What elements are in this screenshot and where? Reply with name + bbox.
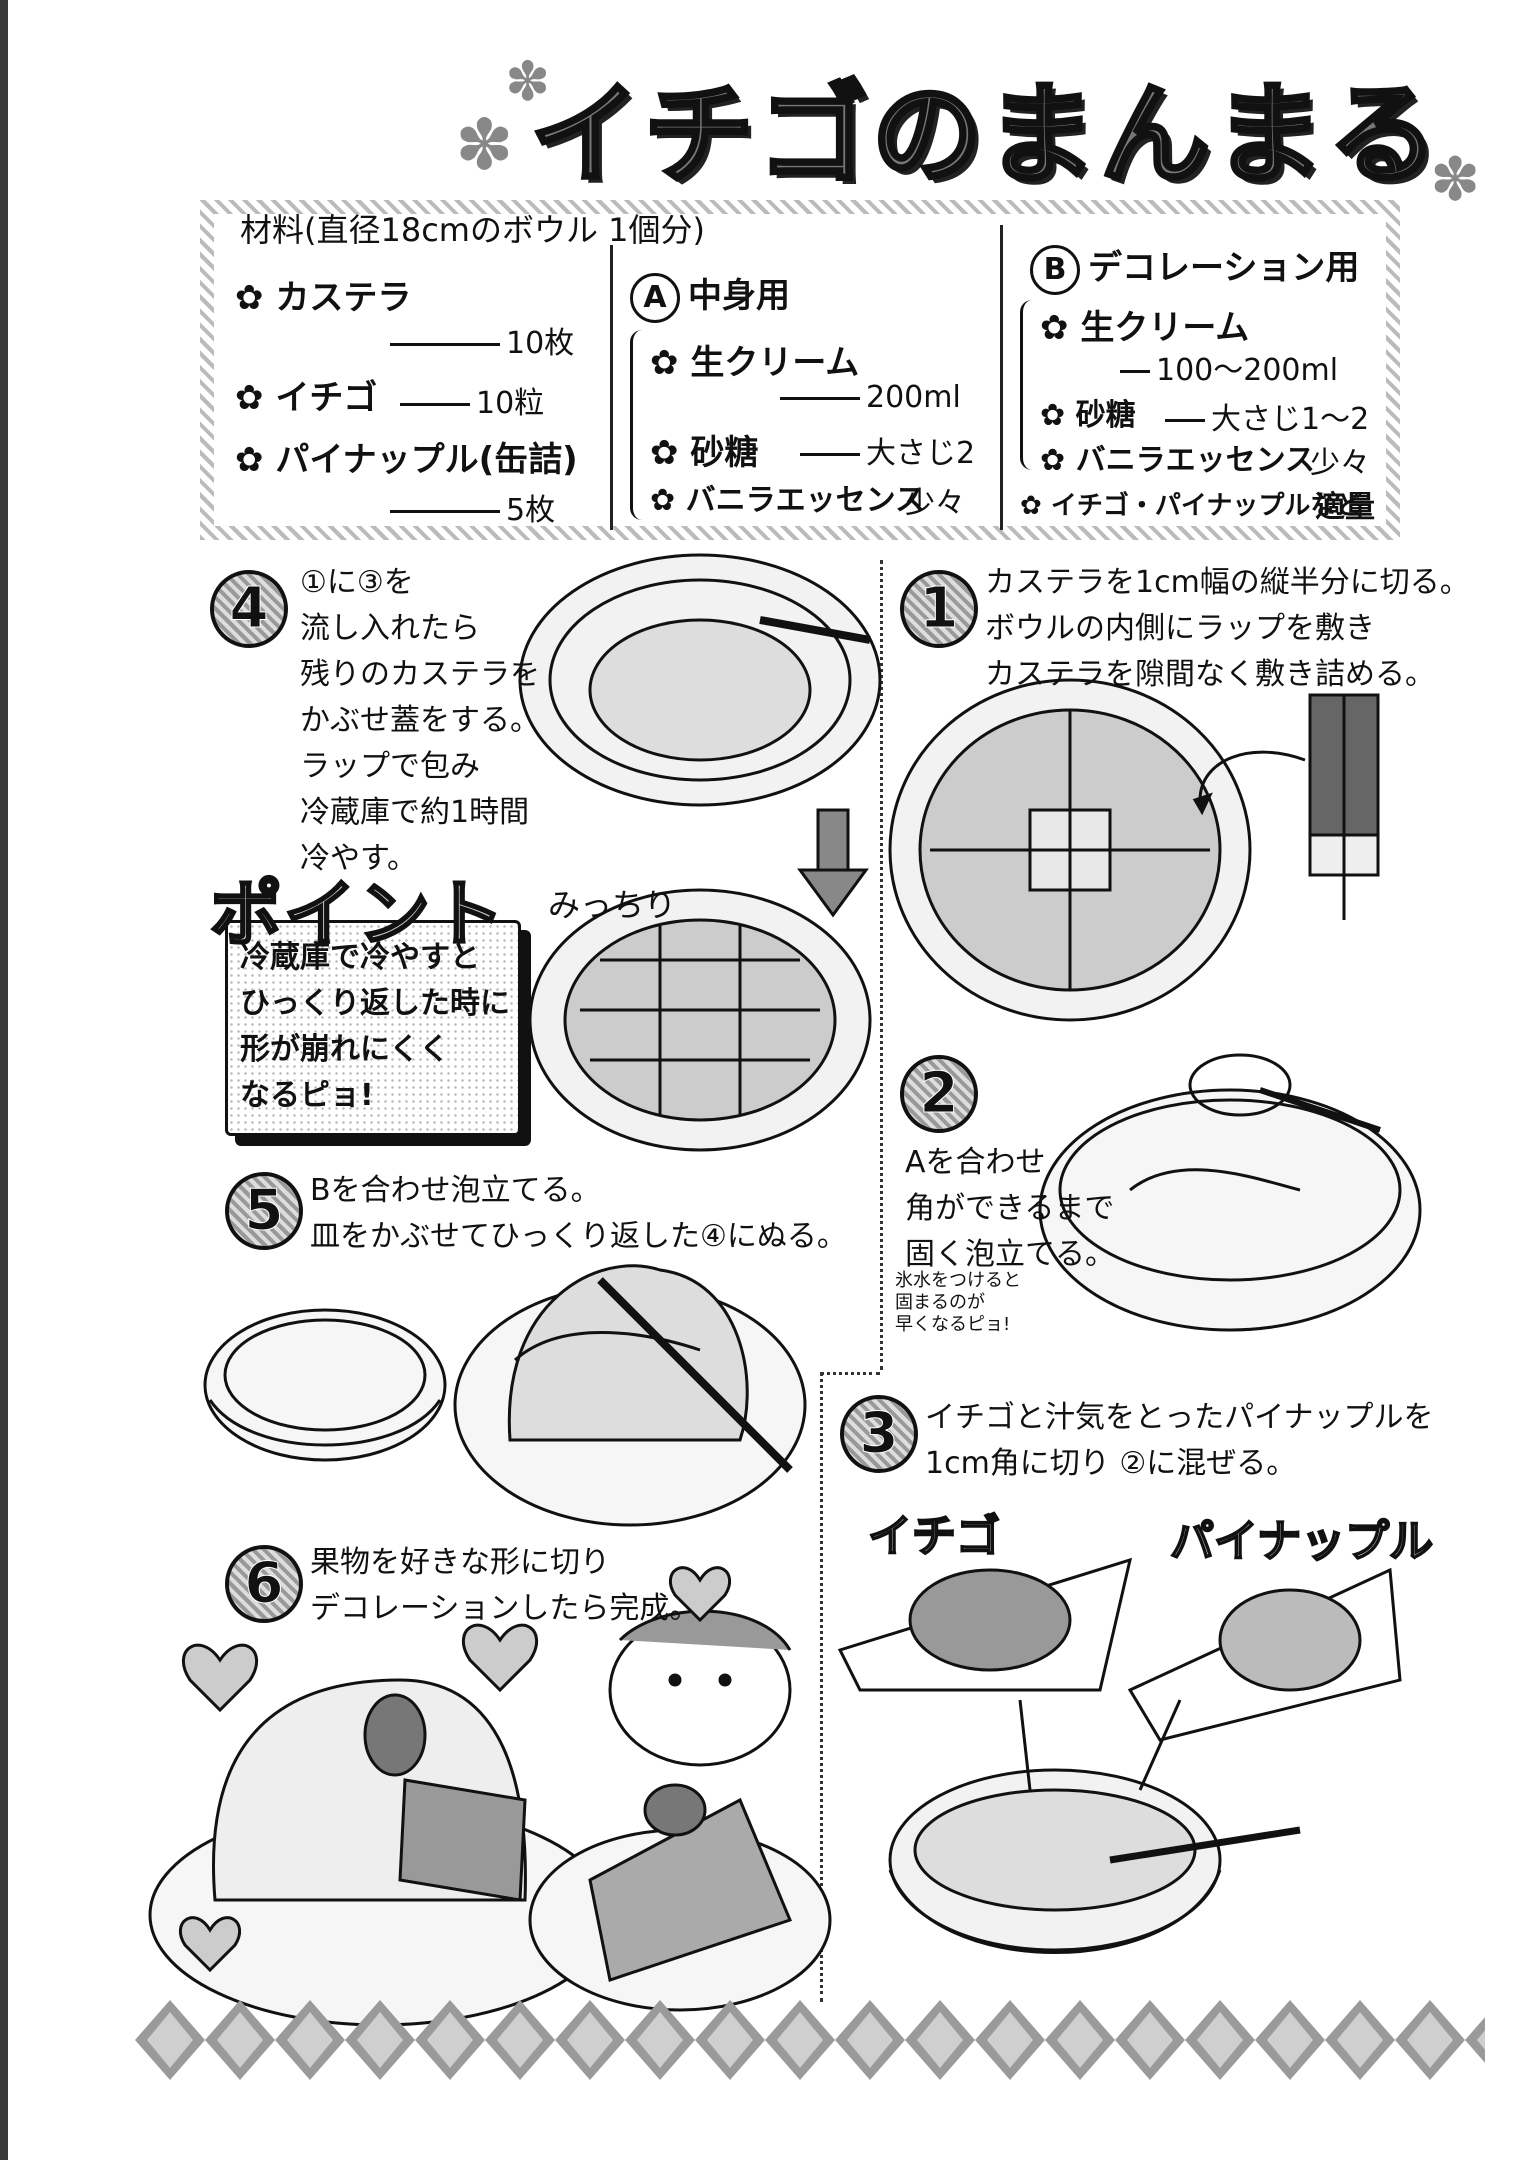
ingredient-name: ✿ カステラ [235, 278, 412, 318]
letter-a-badge: A [630, 273, 680, 323]
bowl-illustration [203, 1308, 447, 1462]
ingredients-box [200, 200, 1400, 540]
mixing-bowl-illustration [888, 1699, 1301, 1954]
step-number-4: 4 [210, 570, 288, 648]
ingredient-amount: 大さじ2 [800, 428, 975, 472]
step-number-6: 6 [225, 1545, 303, 1623]
step-text-5: Bを合わせ泡立てる。 皿をかぶせてひっくり返した④にぬる。 [310, 1173, 847, 1254]
ingredient-amount: 適量 [1315, 490, 1375, 525]
flower-icon: ✽ [1430, 145, 1481, 215]
timeline-line [820, 1372, 880, 1375]
dome-cake-illustration [148, 1678, 612, 2027]
dome-cake-illustration [453, 1264, 807, 1527]
ingredient-name: ✿ 砂糖 [1040, 398, 1136, 433]
castella-slice-illustration [1192, 693, 1380, 920]
michiri-label: みっちり [548, 886, 677, 924]
bowl-illustration [518, 553, 882, 807]
ingredient-amount: 少々 [905, 486, 965, 521]
point-box [225, 920, 521, 1136]
ingredient-name: ✿ 生クリーム [650, 343, 860, 383]
ingredient-name: ✿ 生クリーム [1040, 308, 1250, 348]
ice-water-note: 氷水をつけると 固まるのが 早くなるピョ! [895, 1270, 1021, 1335]
ingredient-name: ✿ パイナップル(缶詰) [235, 440, 578, 480]
ingredient-amount: 200ml [780, 380, 961, 415]
column-divider [610, 245, 613, 530]
step-number-3: 3 [840, 1395, 918, 1473]
column-divider [1000, 225, 1003, 530]
step-number-5: 5 [225, 1172, 303, 1250]
step-number-2: 2 [900, 1055, 978, 1133]
timeline-line [880, 560, 883, 1370]
ingredient-amount: 100〜200ml [1120, 345, 1338, 389]
page-edge [0, 0, 8, 2160]
letter-b-badge: B [1030, 245, 1080, 295]
timeline-line [820, 1372, 823, 2002]
bowl-illustration [528, 888, 872, 1152]
ingredient-name: ✿ イチゴ [235, 378, 378, 418]
ingredient-name: ✿ 砂糖 [650, 433, 759, 473]
ichigo-label: イチゴ [867, 1510, 1001, 1563]
character-illustration [608, 1609, 792, 1767]
diced-fruit-plate [837, 1557, 1133, 1692]
ingredient-amount: 大さじ1〜2 [1165, 394, 1369, 438]
bracket [1020, 300, 1037, 470]
ingredient-name: ✿ バニラエッセンス [1040, 443, 1315, 478]
ingredient-amount: 10枚 [390, 318, 574, 362]
argyle-border [135, 2000, 1485, 2080]
step-text-3: イチゴと汁気をとったパイナップルを 1cm角に切り ②に混ぜる。 [925, 1400, 1434, 1481]
flower-icon: ✽ [505, 50, 551, 113]
ingredient-amount: 5枚 [390, 485, 555, 529]
ingredient-name: ✿ イチゴ・パイナップルなど [1020, 491, 1363, 521]
step-text-2: Aを合わせ 角ができるまで 固く泡立てる。 [905, 1145, 1115, 1272]
point-title: ポイント [208, 871, 507, 958]
arrow-down-icon [797, 808, 869, 918]
step-text-6: 果物を好きな形に切り デコレーションしたら完成。 [310, 1545, 700, 1626]
step-number-1: 1 [900, 570, 978, 648]
step-text-4: ①に③を 流し入れたら 残りのカステラを かぶせ蓋をする。 ラップで包み 冷蔵庫… [300, 565, 540, 876]
bowl-illustration [1038, 1053, 1422, 1332]
flower-icon: ✽ [455, 104, 514, 186]
bracket [630, 330, 647, 520]
bowl-illustration [888, 678, 1252, 1022]
ingredient-amount: 10粒 [400, 378, 544, 422]
point-text: 冷蔵庫で冷やすと ひっくり返した時に 形が崩れにくく なるピョ! [240, 940, 510, 1113]
diced-fruit-plate [1127, 1567, 1402, 1742]
cake-slice-illustration [528, 1783, 832, 2012]
ingredients-header: 材料(直径18cmのボウル 1個分) [240, 211, 705, 249]
step-text-1: カステラを1cm幅の縦半分に切る。 ボウルの内側にラップを敷き カステラを隙間な… [985, 565, 1470, 692]
ingredient-amount: 少々 [1310, 446, 1370, 481]
heart-icon [178, 1566, 732, 1973]
pineapple-label: パイナップル [1169, 1515, 1434, 1568]
ingredient-name: ✿ バニラエッセンス [650, 483, 925, 518]
